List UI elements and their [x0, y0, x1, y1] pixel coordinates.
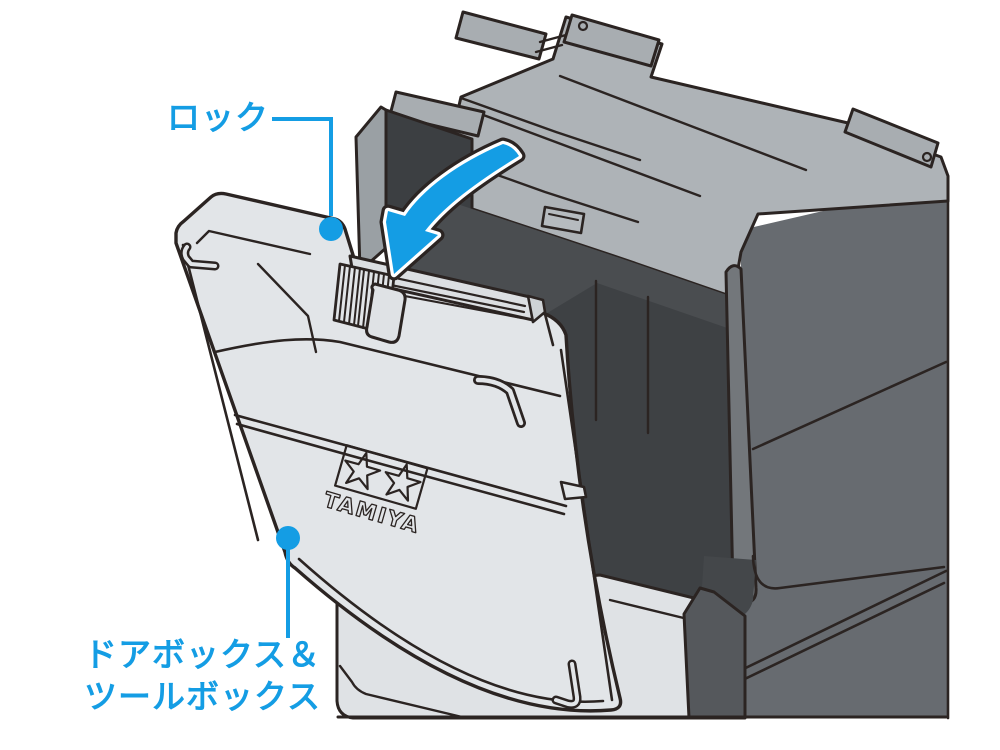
box-left-wall-edge: [354, 105, 388, 273]
lock-latch-tip: [526, 294, 547, 324]
door-side-clip: [559, 480, 588, 501]
open-direction-arrow-icon: [379, 137, 526, 281]
door-curved-slot-inner: [475, 377, 524, 426]
doorbox-label-line1: ドアボックス＆: [84, 635, 322, 674]
lid-front-clasp-line: [548, 213, 579, 221]
box-front-column: [682, 586, 747, 720]
door-bottom-hook-inner: [554, 662, 580, 707]
lid-front-clasp: [540, 205, 586, 235]
tamiya-logo-frame: [334, 444, 429, 510]
arrow-body: [386, 144, 519, 274]
lock-callout-line: [272, 117, 333, 216]
door-box-panel: TAMIYA: [174, 191, 623, 713]
callouts: [272, 117, 343, 638]
lock-label: ロック: [167, 98, 269, 137]
doorbox-label: ドアボックス＆ ツールボックス: [84, 634, 321, 718]
doorbox-callout-dot: [276, 526, 300, 550]
door-hook-notch-inner: [182, 245, 217, 268]
lock-callout-dot: [319, 217, 343, 241]
box-side-seam-lines: [695, 180, 950, 720]
tamiya-logo-star-right: [384, 463, 422, 502]
lock-thumb-tab: [365, 282, 407, 344]
interior-divider-lines: [594, 279, 650, 435]
door-handle-creases: [195, 229, 318, 354]
lid-crease-lines: [445, 74, 934, 224]
box-right-side-panel: [741, 182, 948, 718]
lid-stacking-rails: [388, 10, 940, 169]
doorbox-label-line2: ツールボックス: [84, 677, 322, 716]
tamiya-logo-star-left: [344, 451, 382, 491]
